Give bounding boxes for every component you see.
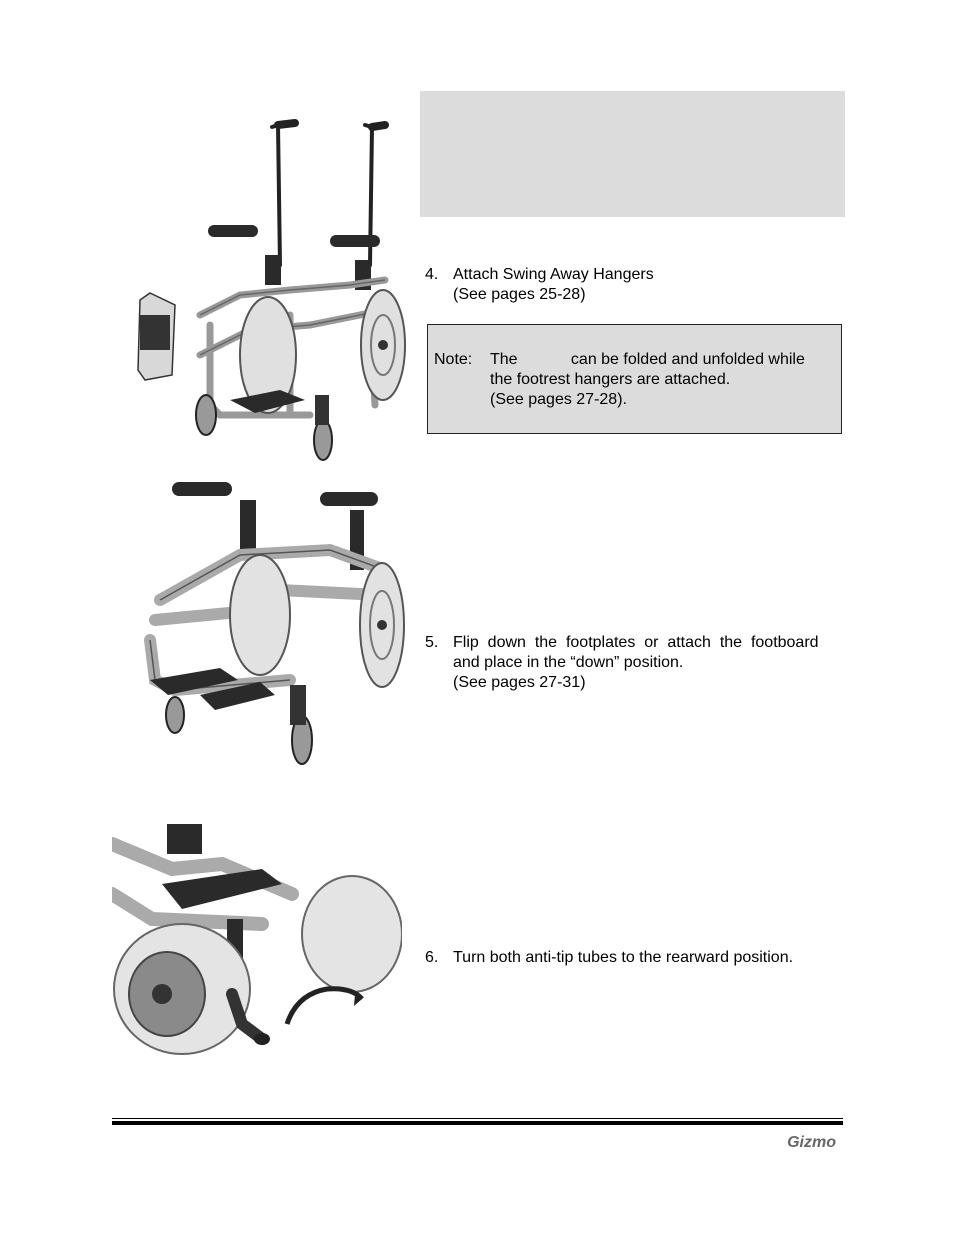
step-number: 6. — [425, 949, 439, 966]
footer-brand: Gizmo — [787, 1134, 836, 1151]
note-line: (See pages 27-28). — [490, 391, 627, 408]
footer-rule — [112, 1121, 843, 1125]
note-box — [427, 324, 842, 434]
footer-rule — [112, 1118, 843, 1119]
note-label: Note: — [434, 351, 473, 368]
figure-footplates-down — [130, 470, 410, 770]
header-panel — [420, 91, 845, 217]
step-number: 4. — [425, 266, 439, 283]
note-line: the footrest hangers are attached. — [490, 371, 731, 388]
step-text: Attach Swing Away Hangers — [453, 266, 654, 283]
figure-anti-tip-tubes — [112, 824, 402, 1059]
step-text: Turn both anti-tip tubes to the rearward… — [453, 949, 794, 966]
step-6: 6. Turn both anti-tip tubes to the rearwa… — [425, 948, 793, 968]
step-5: 5. Flip down the footplates or attach the… — [425, 633, 837, 693]
step-number: 5. — [425, 634, 439, 651]
note-line: The can be folded and unfolded while — [490, 351, 805, 368]
step-text: and place in the “down” position. — [453, 654, 684, 671]
figure-swing-away-hangers — [120, 115, 410, 465]
step-4: 4. Attach Swing Away Hangers (See pages 2… — [425, 265, 654, 305]
step-text: Flip down the footplates or attach the f… — [453, 634, 819, 651]
step-reference: (See pages 25-28) — [453, 286, 586, 303]
step-reference: (See pages 27-31) — [453, 674, 586, 691]
